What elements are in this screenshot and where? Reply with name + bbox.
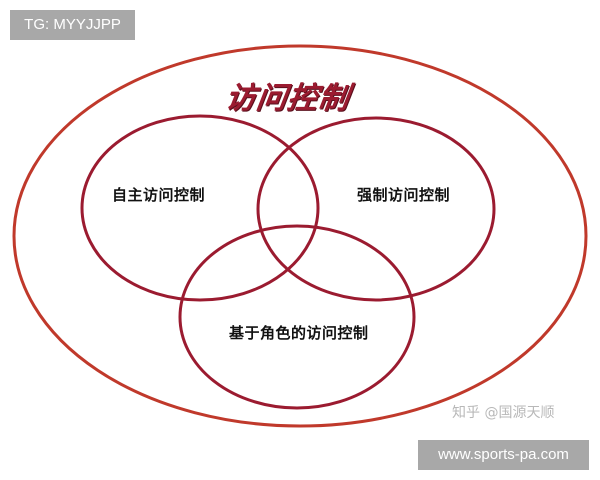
circle-mac — [256, 116, 496, 302]
zhihu-attribution: 知乎 @国源天顺 — [452, 405, 555, 421]
label-mandatory-access-control: 强制访问控制 — [357, 186, 451, 204]
label-role-based-access-control: 基于角色的访问控制 — [229, 324, 369, 342]
watermark-tg-badge: TG: MYYJJPP — [10, 10, 135, 40]
outer-ellipse — [12, 44, 588, 428]
circle-dac — [80, 114, 320, 302]
watermark-site-badge: www.sports-pa.com — [418, 440, 589, 470]
circle-rbac — [178, 224, 416, 410]
label-discretionary-access-control: 自主访问控制 — [112, 186, 206, 204]
diagram-title: 访问控制 — [223, 81, 352, 116]
